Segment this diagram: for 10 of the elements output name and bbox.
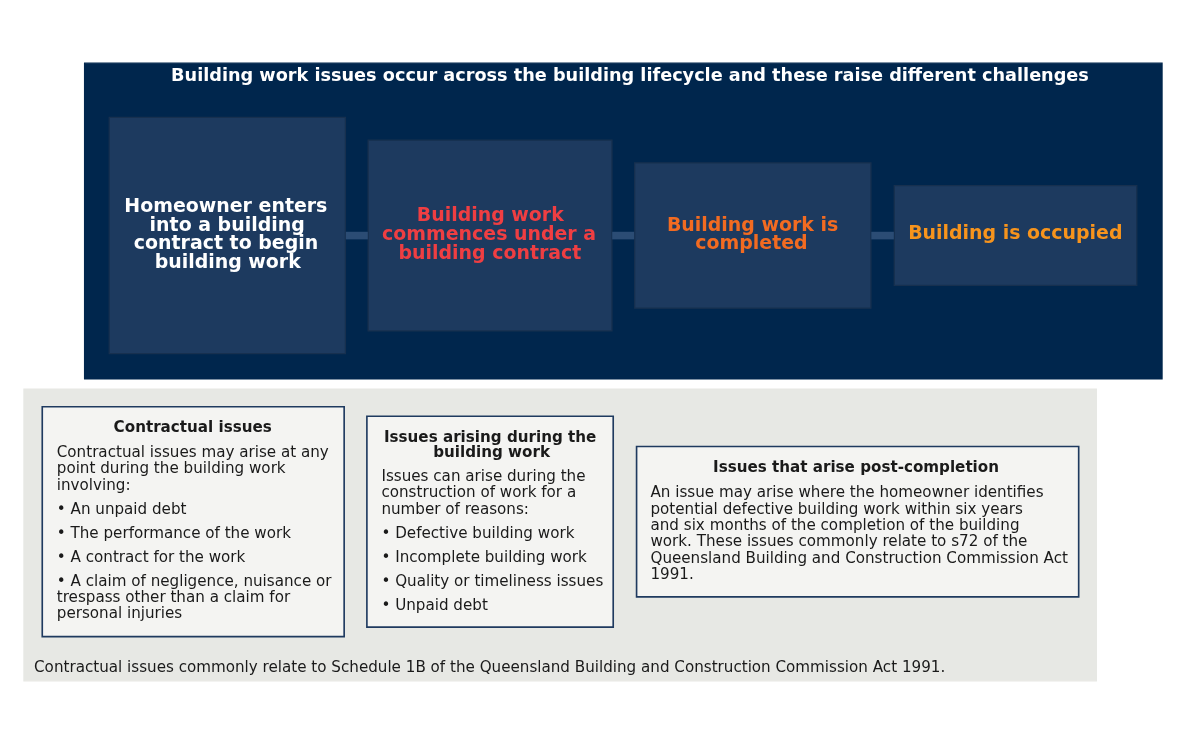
node-box: Building work is completed [634, 161, 872, 309]
node-box: Contractual issues Contractual issues may arise at any point during the building work involving: • An unpaid debt • The performance of the work • A contract for the work • A claim of negligence, nuisance or trespass other than a claim for personal injuries [41, 405, 345, 637]
connector [871, 231, 894, 239]
node-box: Issues that arise post-completion An issue may arise where the homeowner identifies potential defective building work within six years and six months of the completion of the building work. These issues commonly relate to s72 of the Queensland Building and Construction Commission Act 1991. [635, 445, 1080, 598]
node-box: Building work commences under a building contract [367, 139, 613, 332]
node-box: Issues arising during the building work Issues can arise during the construction of work for a number of reasons: • Defective building work • Incomplete building work • Quality or timeliness issues • Unpaid debt [366, 414, 615, 628]
connector [345, 231, 368, 239]
node-box: Homeowner enters into a building contract to begin building work [108, 116, 347, 354]
connector [612, 231, 635, 239]
node-box: Building is occupied [893, 184, 1138, 286]
